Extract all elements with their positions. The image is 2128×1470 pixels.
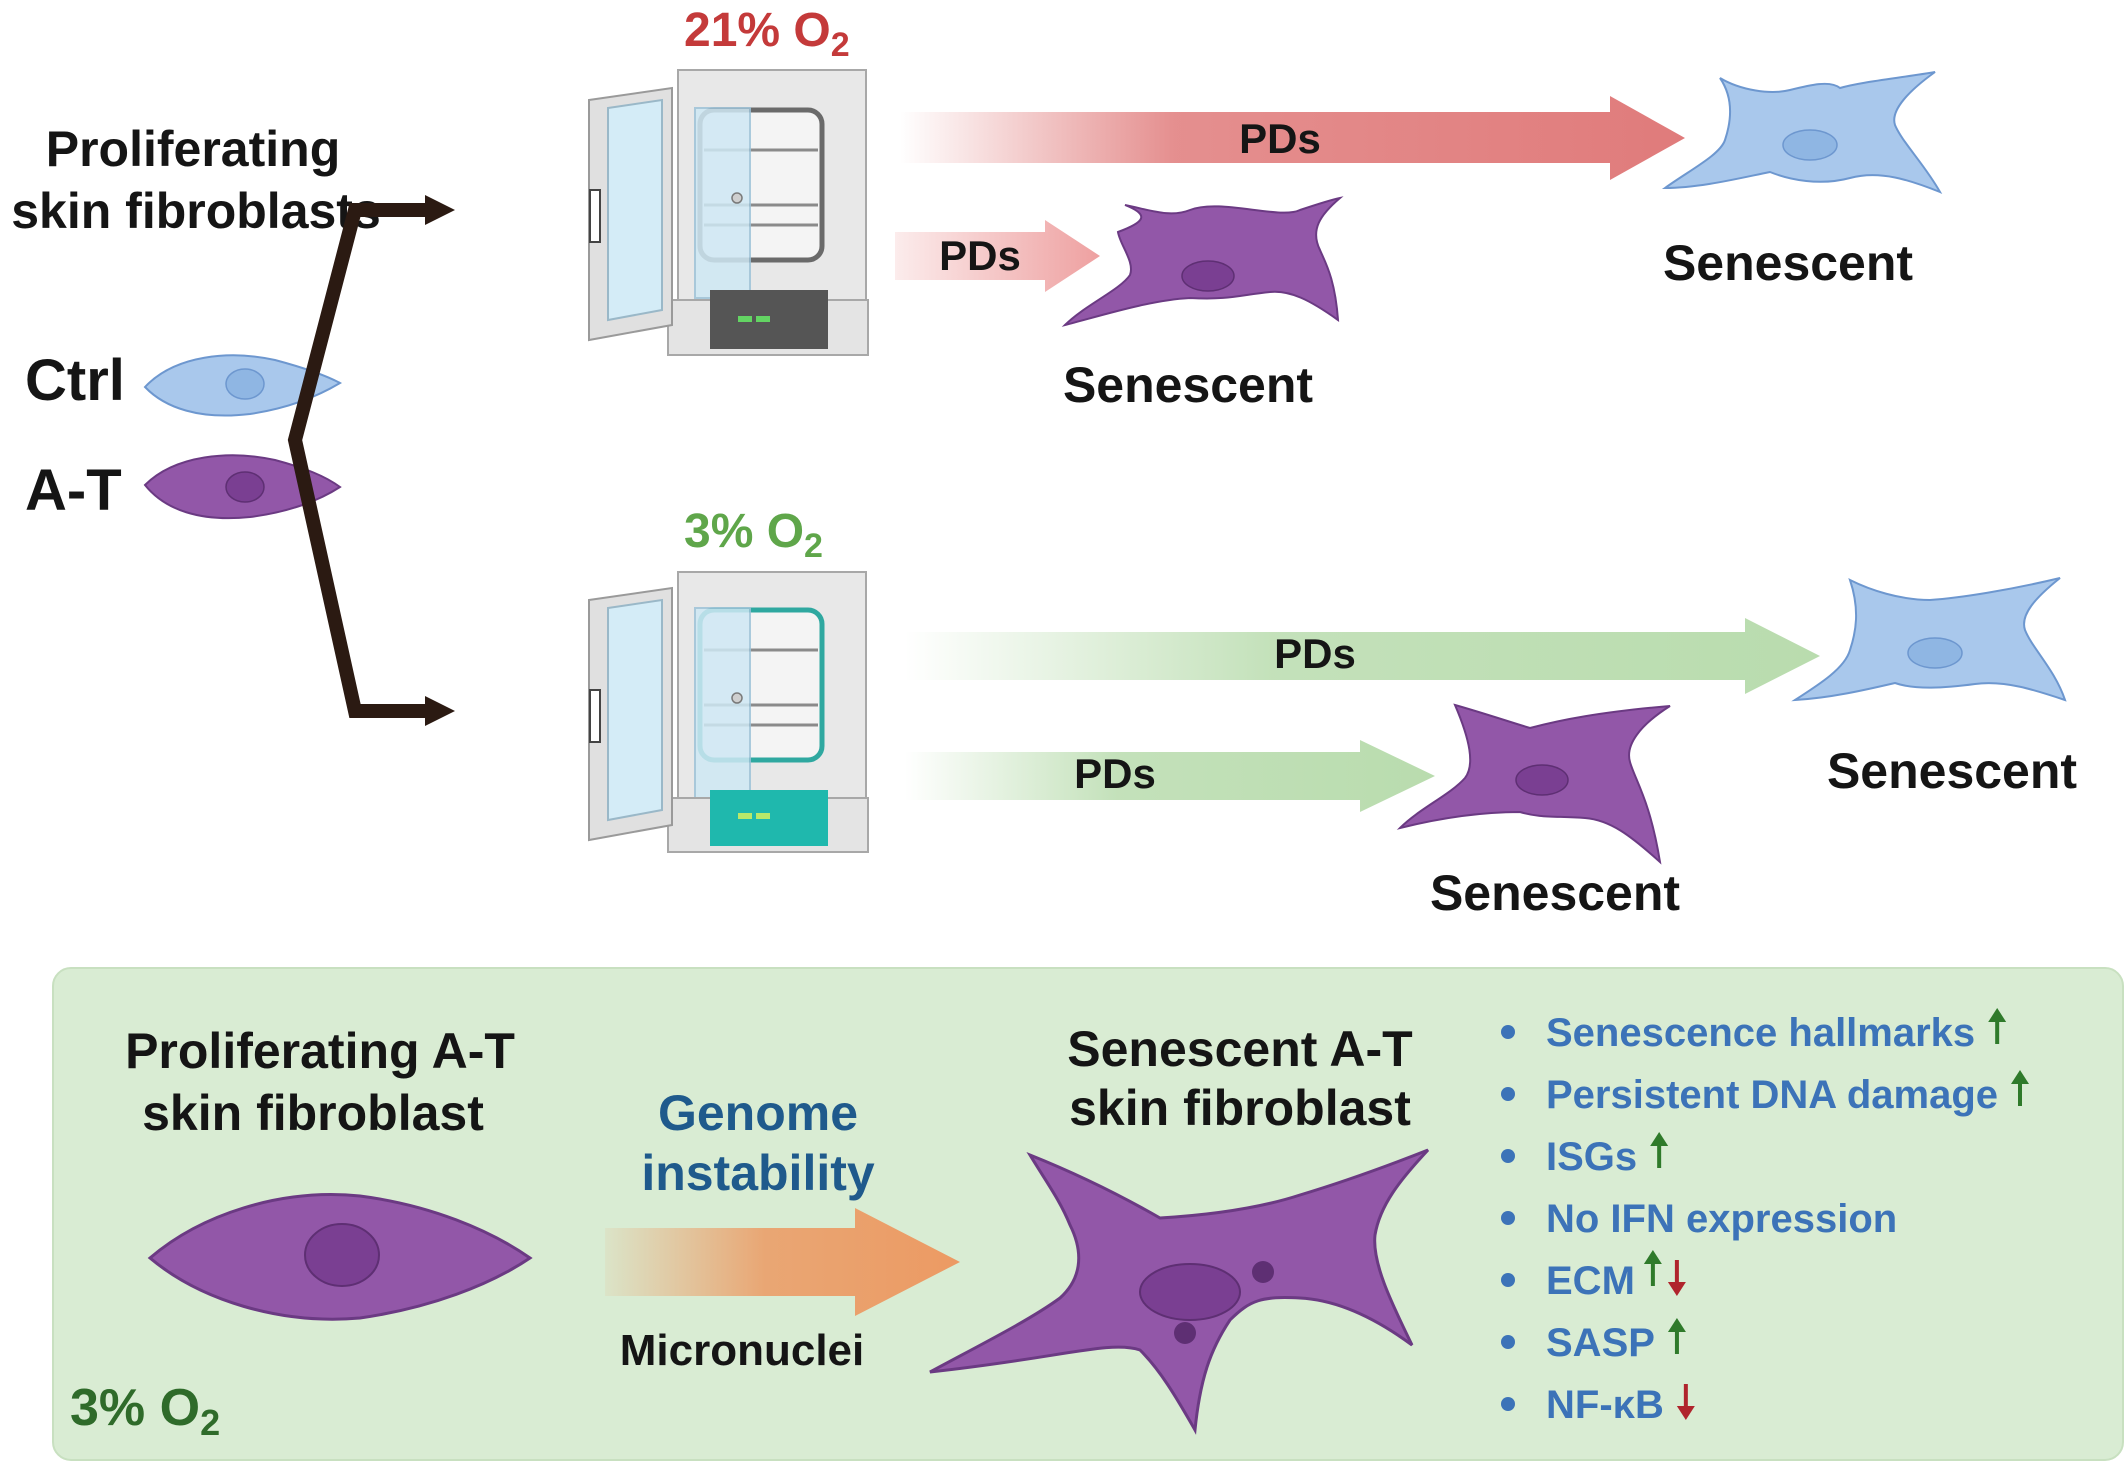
bullet-dot xyxy=(1501,1397,1515,1411)
branch-connector xyxy=(287,195,455,726)
trend-up-icon xyxy=(1988,1008,2007,1044)
bullet-text: Senescence hallmarks xyxy=(1546,1011,1975,1055)
incubator-3-percent xyxy=(588,571,869,853)
bullet-text: SASP xyxy=(1546,1321,1655,1365)
arrow-top-short xyxy=(895,220,1100,292)
incubator-21-percent xyxy=(588,69,869,356)
at-label: A-T xyxy=(25,458,122,523)
panel-right-title-line2: skin fibroblast xyxy=(1069,1080,1411,1136)
bottom-at-senescent-label: Senescent xyxy=(1430,865,1680,921)
bottom-oxygen-label: 3% O2 xyxy=(684,505,823,565)
panel-left-title-line1: Proliferating A-T xyxy=(125,1023,515,1079)
bullet-item: ISGs xyxy=(1501,1132,1669,1179)
bullet-text: ISGs xyxy=(1546,1135,1637,1179)
top-at-senescent-label: Senescent xyxy=(1063,357,1313,413)
arrow-bottom-long-label: PDs xyxy=(1274,630,1356,677)
bullet-item: ECM xyxy=(1501,1250,1686,1303)
arrow-bottom-short-label: PDs xyxy=(1074,750,1156,797)
panel-left-title-line2: skin fibroblast xyxy=(142,1085,484,1141)
panel-micronuclei-label: Micronuclei xyxy=(620,1326,865,1375)
arrow-bottom-short xyxy=(905,740,1435,812)
top-ctrl-senescent-label: Senescent xyxy=(1663,235,1913,291)
bullet-text: NF-κB xyxy=(1546,1383,1664,1427)
bottom-ctrl-senescent-label: Senescent xyxy=(1827,743,2077,799)
trend-down-icon xyxy=(1676,1384,1695,1420)
bullet-dot xyxy=(1501,1211,1515,1225)
trend-up-icon xyxy=(1650,1132,1669,1168)
bullet-dot xyxy=(1501,1149,1515,1163)
bullet-dot xyxy=(1501,1335,1515,1349)
top-at-senescent-cell xyxy=(1061,196,1344,327)
bullet-item: NF-κB xyxy=(1501,1383,1695,1427)
bullet-dot xyxy=(1501,1087,1515,1101)
arrow-bottom-long xyxy=(905,618,1820,694)
bullet-text: ECM xyxy=(1546,1259,1635,1303)
left-title-line1: Proliferating xyxy=(46,121,340,177)
top-ctrl-senescent-cell xyxy=(1661,71,1943,194)
bullet-text: Persistent DNA damage xyxy=(1546,1073,1998,1117)
panel-genome-line1: Genome xyxy=(658,1085,858,1141)
top-oxygen-label: 21% O2 xyxy=(684,4,850,64)
arrow-top-long-label: PDs xyxy=(1239,115,1321,162)
bullet-item: No IFN expression xyxy=(1501,1197,1897,1241)
bottom-ctrl-senescent-cell xyxy=(1791,577,2067,702)
panel-oxygen-label: 3% O2 xyxy=(70,1379,220,1443)
ctrl-label: Ctrl xyxy=(25,348,125,413)
panel-proliferating-at-cell xyxy=(147,1193,533,1321)
summary-panel: Proliferating A-T skin fibroblast Genome… xyxy=(52,967,2124,1461)
trend-up-icon xyxy=(2011,1070,2029,1106)
bullet-dot xyxy=(1501,1273,1515,1287)
panel-senescent-at-cell xyxy=(929,1148,1430,1435)
arrow-top-short-label: PDs xyxy=(939,232,1021,279)
bullet-item: SASP xyxy=(1501,1318,1686,1365)
bottom-at-senescent-cell xyxy=(1396,703,1671,865)
trend-down-icon xyxy=(1667,1260,1686,1296)
trend-up-icon xyxy=(1643,1250,1662,1286)
trend-up-icon xyxy=(1667,1318,1686,1354)
arrow-top-long xyxy=(900,96,1685,180)
bullet-text: No IFN expression xyxy=(1546,1197,1897,1241)
bullet-item: Senescence hallmarks xyxy=(1501,1008,2007,1055)
left-title-line2: skin fibroblasts xyxy=(11,183,381,239)
panel-genome-line2: instability xyxy=(641,1145,875,1201)
ctrl-proliferating-cell xyxy=(143,354,343,417)
bullet-item: Persistent DNA damage xyxy=(1501,1070,2029,1117)
bullet-dot xyxy=(1501,1025,1515,1039)
panel-right-title-line1: Senescent A-T xyxy=(1067,1021,1412,1077)
at-proliferating-cell xyxy=(143,454,342,520)
panel-orange-arrow xyxy=(605,1208,960,1316)
